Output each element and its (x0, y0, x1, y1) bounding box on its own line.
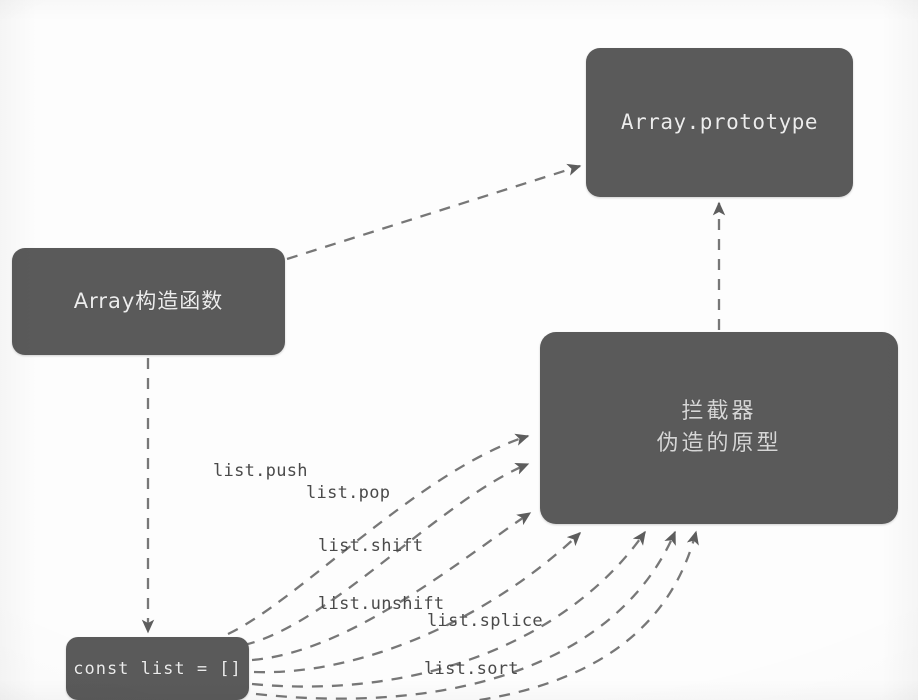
node-array-constructor[interactable]: Array构造函数 (12, 248, 285, 355)
node-const-list[interactable]: const list = [] (66, 637, 249, 700)
edge-constructor-to-prototype (286, 163, 582, 261)
edge-label-list-push: list.push (213, 461, 308, 481)
edge-label-list-pop: list.pop (306, 483, 391, 503)
node-const-list-label: const list = [] (73, 659, 242, 679)
node-array-prototype[interactable]: Array.prototype (586, 48, 853, 197)
node-array-constructor-label: Array构造函数 (73, 289, 224, 314)
edge-list-sort (255, 530, 677, 700)
edge-label-list-unshift: list.unshift (318, 594, 445, 614)
edge-label-list-sort: list.sort (424, 659, 519, 679)
edge-list-pop (243, 462, 530, 647)
edge-list-extra (471, 530, 699, 700)
node-interceptor-label-line1: 拦截器 (681, 399, 757, 425)
node-interceptor[interactable]: 拦截器 伪造的原型 (540, 332, 898, 524)
edge-list-unshift (253, 532, 581, 674)
edge-label-list-splice: list.splice (427, 611, 543, 631)
node-interceptor-label-line2: 伪造的原型 (656, 431, 782, 456)
edge-list-push (227, 433, 530, 636)
edge-label-list-shift: list.shift (318, 536, 424, 556)
edge-list-shift (251, 512, 532, 662)
node-array-prototype-label: Array.prototype (620, 110, 819, 135)
edge-list-splice (251, 530, 646, 688)
